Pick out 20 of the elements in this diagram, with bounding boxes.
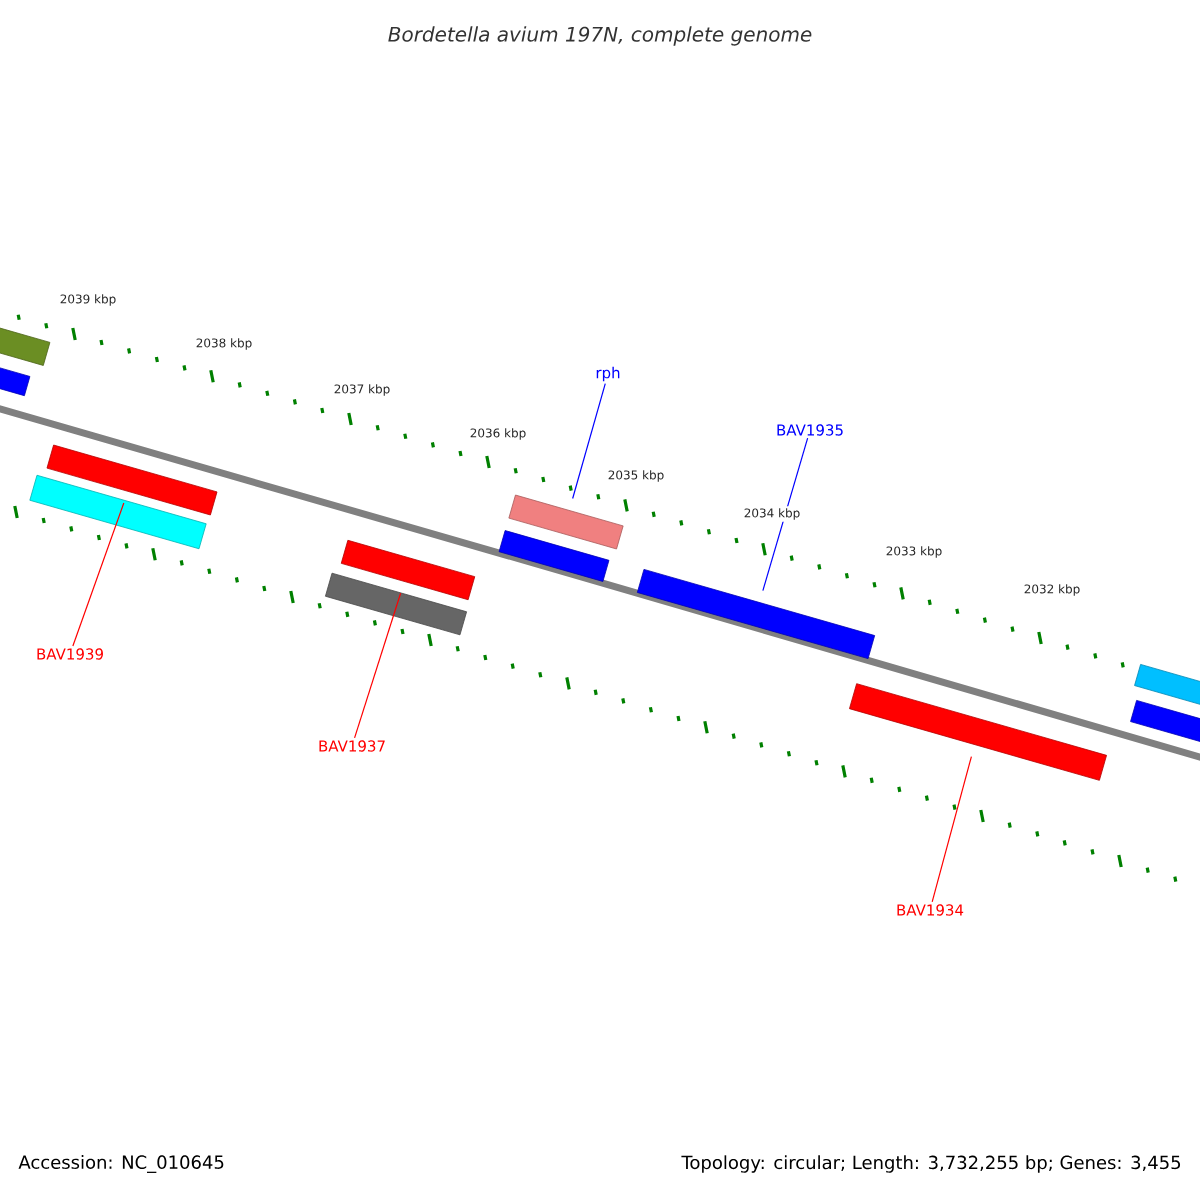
leader-line — [72, 502, 125, 647]
gene-bar — [636, 569, 876, 659]
gene-bar — [0, 322, 51, 366]
accession-text: Accession: NC_010645 — [18, 1155, 224, 1173]
leader-line — [762, 437, 809, 592]
title: Bordetella avium 197N, complete genome — [388, 26, 812, 46]
gene-bar — [325, 572, 467, 636]
gene-bar — [46, 444, 218, 516]
leader-line — [931, 755, 972, 903]
gene-bar — [1130, 700, 1200, 744]
leader-line — [572, 383, 606, 500]
gene-bar — [0, 363, 31, 397]
genome-info-text: Topology: circular; Length: 3,732,255 bp; Genes: 3,455 — [681, 1155, 1181, 1173]
gene-bar — [498, 530, 610, 582]
gene-bar — [849, 683, 1107, 781]
gene-bar — [340, 539, 476, 601]
gene-bar — [29, 474, 207, 550]
leader-line — [353, 592, 402, 739]
gene-bar — [508, 494, 624, 550]
gene-bar — [1134, 664, 1200, 708]
